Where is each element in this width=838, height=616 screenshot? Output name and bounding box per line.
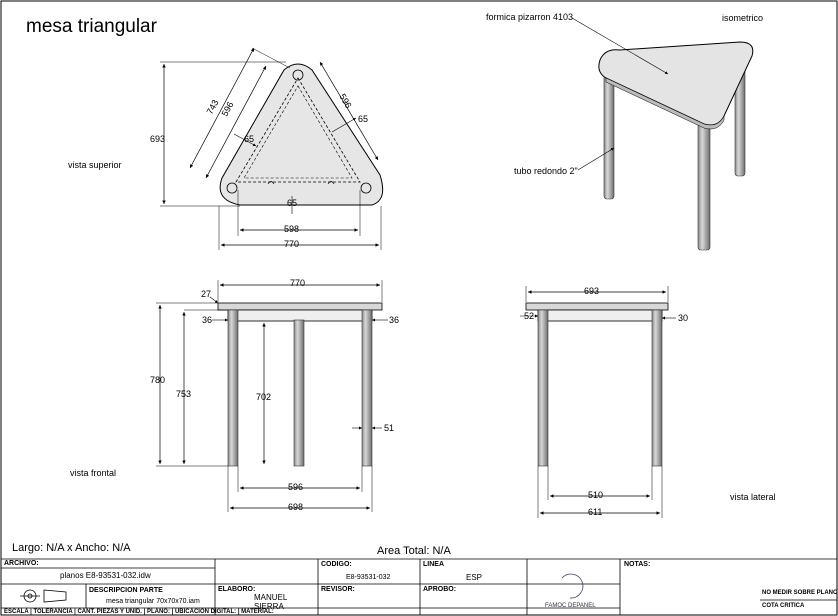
tb-archivo-label: ARCHIVO:: [4, 560, 39, 567]
dim-side-apron-left: 52: [524, 311, 535, 321]
tb-notas-label: NOTAS:: [624, 561, 651, 568]
side-top: [525, 302, 669, 311]
front-leg-right: [361, 309, 373, 467]
top-leg-1: [292, 69, 304, 81]
tb-descripcion-value: mesa triangular 70x70x70.iam: [106, 598, 200, 605]
dim-top-height: 693: [150, 134, 166, 144]
dim-top-width-inner: 598: [284, 224, 300, 234]
dim-front-leg-dia: 51: [384, 423, 395, 433]
area-info: Area Total: N/A: [377, 545, 451, 557]
front-top: [217, 302, 383, 311]
front-leg-left: [227, 309, 239, 467]
tb-elaboro-value: MANUEL SIERRA: [254, 593, 288, 611]
label-side-view: vista lateral: [730, 492, 776, 502]
dim-front-inner-width: 596: [288, 482, 304, 492]
tb-codigo-label: CODIGO:: [321, 561, 352, 568]
drawing-title: mesa triangular: [26, 16, 157, 37]
label-top-view: vista superior: [68, 160, 122, 170]
front-leg-mid: [293, 319, 305, 467]
dim-top-offset-right: 65: [358, 114, 369, 124]
dim-front-leg-height: 753: [176, 389, 192, 399]
dim-front-outer-width: 698: [288, 502, 304, 512]
front-view: [156, 280, 388, 512]
iso-leg-left: [603, 74, 615, 200]
iso-top: [598, 41, 754, 126]
top-leg-2: [226, 182, 238, 194]
dim-front-top-thick: 27: [201, 289, 212, 299]
tb-revisor-label: REVISOR:: [321, 586, 355, 593]
tb-note-2: COTA CRITICA: [762, 603, 805, 609]
side-leg-right: [651, 309, 663, 467]
dim-top-offset-left: 65: [244, 134, 255, 144]
dim-front-apron-left: 36: [202, 315, 213, 325]
title-block: [1, 558, 837, 615]
front-apron: [227, 309, 373, 322]
tb-linea-label: LINEA: [423, 561, 444, 568]
tb-aprobo-label: APROBO:: [423, 586, 457, 593]
side-apron: [537, 309, 663, 322]
label-front-view: vista frontal: [70, 468, 117, 478]
dim-top-offset-bottom: 65: [287, 198, 298, 208]
top-view: [160, 47, 384, 250]
size-info: Largo: N/A x Ancho: N/A: [12, 542, 131, 554]
side-view: [520, 286, 676, 518]
tb-linea-value: ESP: [466, 573, 483, 582]
dim-front-total-height: 780: [150, 375, 166, 385]
tb-archivo-value: planos E8-93531-032.idw: [60, 571, 151, 580]
tb-codigo-value: E8-93531-032: [346, 574, 391, 581]
dim-front-inner-height: 702: [256, 392, 272, 402]
dim-front-apron-right: 36: [389, 315, 400, 325]
callout-legs: tubo redondo 2": [514, 166, 578, 176]
tb-elaboro-label: ELABORO:: [218, 586, 256, 593]
side-leg-left: [537, 309, 549, 467]
iso-leg-front: [697, 119, 711, 251]
dim-side-inner-width: 510: [588, 490, 604, 500]
label-iso-view: isometrico: [722, 13, 764, 23]
tb-bottom-row: ESCALA | TOLERANCIA | CANT. PIEZAS Y UNI…: [4, 609, 274, 615]
top-leg-3: [360, 182, 372, 194]
tb-note-1: NO MEDIR SOBRE PLANO: [762, 590, 838, 596]
dim-top-width-outer: 770: [284, 239, 300, 249]
dim-front-width: 770: [290, 278, 306, 288]
dim-side-apron-right: 30: [678, 313, 689, 323]
callout-top-material: formica pizarron 4103: [486, 12, 574, 22]
dim-side-width: 693: [584, 286, 600, 296]
tb-brand: FAMOC DEPANEL: [545, 603, 596, 609]
dim-side-outer-width: 611: [588, 507, 603, 517]
isometric-view: [571, 17, 754, 251]
tb-descripcion-label: DESCRIPCION PARTE: [89, 587, 163, 594]
